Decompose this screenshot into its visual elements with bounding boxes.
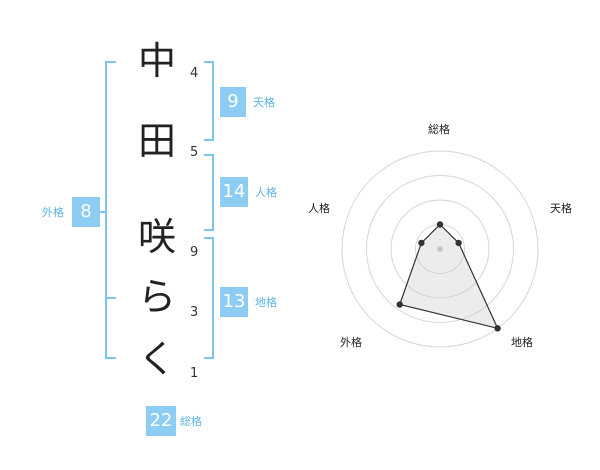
name-char-3: 咲 [137, 215, 176, 259]
stroke-count-5: 1 [190, 366, 199, 381]
radar-axis-label-soukaku: 総格 [428, 123, 450, 136]
radar-point-4 [396, 301, 403, 308]
chikaku-label: 地格 [255, 296, 277, 309]
radar-axis-label-tenkaku: 天格 [550, 202, 572, 215]
soukaku-value: 22 [146, 406, 176, 436]
name-char-1: 中 [137, 39, 176, 83]
jinkaku-bracket [204, 154, 214, 231]
soukaku-label: 総格 [180, 415, 202, 428]
radar-ring-3 [366, 175, 514, 323]
radar-point-3 [494, 325, 501, 332]
radar-axis-label-jinkaku: 人格 [308, 202, 330, 215]
radar-ring-4 [341, 150, 539, 348]
gaikaku-bracket [105, 61, 116, 359]
tenkaku-value: 9 [220, 87, 246, 117]
jinkaku-label: 人格 [255, 186, 277, 199]
stroke-count-3: 9 [190, 245, 199, 260]
tenkaku-label: 天格 [253, 96, 275, 109]
gaikaku-value: 8 [72, 197, 100, 227]
radar-point-1 [436, 221, 444, 228]
stroke-count-2: 5 [190, 145, 199, 160]
stroke-count-4: 3 [190, 305, 199, 320]
chikaku-value: 13 [220, 287, 248, 317]
name-char-4: ら [137, 275, 176, 319]
radar-ring-2 [390, 199, 490, 299]
radar-point-5 [418, 239, 425, 247]
radar-point-2 [455, 239, 462, 247]
name-char-2: 田 [137, 119, 176, 163]
name-char-5: く [137, 337, 176, 381]
radar-axis-label-chikaku: 地格 [511, 336, 533, 349]
chikaku-bracket [204, 237, 214, 359]
gaikaku-label: 外格 [42, 206, 64, 219]
tenkaku-bracket [204, 61, 214, 141]
radar-data-polygon [398, 223, 499, 330]
stroke-count-1: 4 [190, 66, 199, 81]
radar-axis-label-gaikaku: 外格 [340, 336, 362, 349]
radar-center-dot [437, 246, 443, 252]
jinkaku-value: 14 [220, 177, 248, 207]
